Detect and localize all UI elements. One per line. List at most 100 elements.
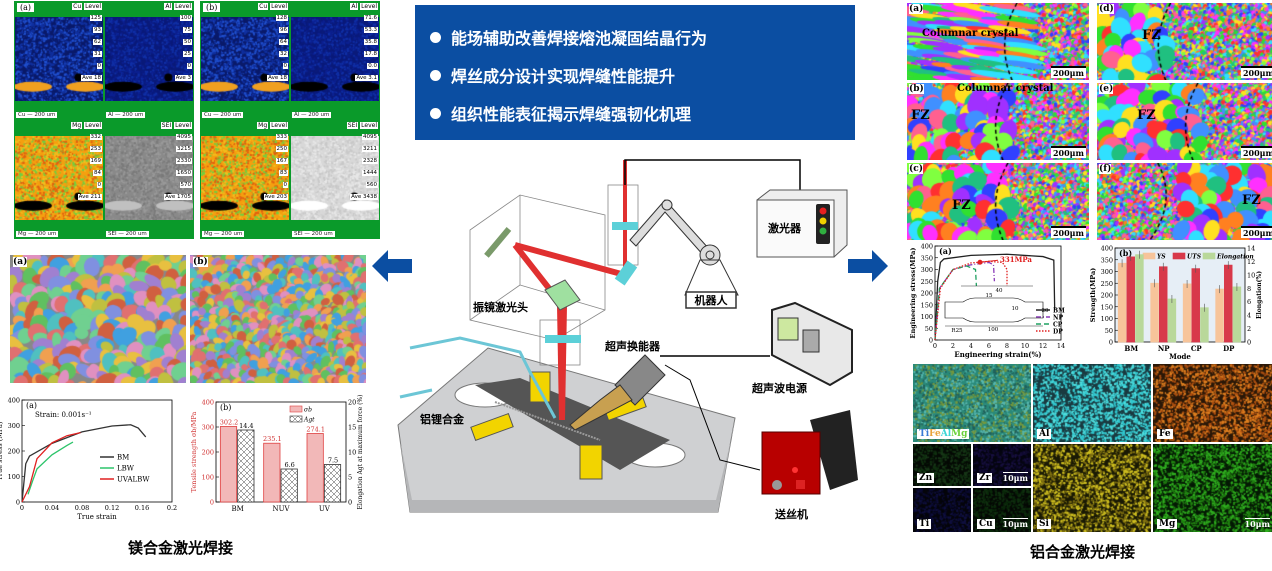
robot-arm [629,199,739,296]
y-axis-label: True stress (MPa) [0,421,4,480]
eds-map-mg: Mg 10μm [1152,443,1272,533]
level-value: 4095 [176,134,192,140]
laser-cable [624,159,801,190]
eds-composite-map: TiFeAlMg [912,363,1032,443]
level-value: 0 [96,63,102,69]
specimen-dimension: 10 [1012,306,1019,312]
wire-feeder-label: 送丝机 [774,507,808,520]
bar-uts [1224,264,1233,343]
scale-text: 200 um [308,112,330,118]
x-axis-label: Engineering strain(%) [954,350,1041,359]
scale-bar: 10μm [1002,518,1028,529]
scale-text: 200 um [221,231,243,237]
y-tick-label: 250 [921,278,933,286]
panel-label: (f) [1099,164,1112,174]
element-label: Al [1037,429,1052,439]
scale-line: — [299,112,309,118]
level-value: 83 [279,170,288,176]
zone-label: Columnar crystal [922,28,1019,39]
average-value: Ave 3.1 [355,75,378,81]
y2-tick-label: 0 [1247,339,1251,347]
legend-swatch [1142,252,1156,260]
y-tick-label: 200 [8,448,20,456]
element-label: Zr [977,473,993,483]
scale-bar: Cu — 200 um [202,112,244,118]
level-value: 62 [93,39,102,45]
y2-tick-label: 8 [1247,285,1251,293]
panel-label: (b) [203,3,221,12]
scale-line: — [116,231,126,237]
scale-line: — [212,231,222,237]
bar-ys [1182,283,1192,343]
bar-ys [1215,288,1224,343]
level-value: 4095 [362,134,378,140]
element-label: SEI [108,231,117,237]
scale-text: 200 um [311,231,333,237]
level-value: 35.8 [363,39,378,45]
level-value: 169 [89,158,102,164]
level-value: 0 [282,182,288,188]
y-tick-label: 100 [8,473,20,481]
series-line-bm [21,424,147,503]
strain-rate-annotation: Strain: 0.001s⁻¹ [35,411,92,419]
level-value: 253 [89,146,102,152]
panel-label: (d) [1099,4,1114,14]
highlight-text: 能场辅助改善焊接熔池凝固结晶行为 [451,29,708,48]
scale-line: — [302,231,312,237]
laser-beam [484,160,638,420]
element-label: SEI [294,231,303,237]
scale-bar: 10μm [1244,518,1270,529]
bar-uts [1159,266,1168,343]
scale-text: 200 um [125,231,147,237]
composite-legend: TiFeAlMg [917,429,970,439]
level-value: 93 [93,27,102,33]
bar-ys [1150,282,1159,343]
bar-agt [280,468,298,503]
level-value: 128 [275,15,288,21]
specimen-dimension: R25 [951,328,963,334]
y-tick-label: 50 [1105,327,1113,335]
scale-text: 200 um [35,231,57,237]
level-value: 53.3 [363,27,378,33]
scale-line: — [211,112,221,118]
y2-tick-label: 10 [348,449,356,457]
scale-bar: Mg — 200 um [16,231,59,237]
bar-uts [1126,256,1135,343]
element-label: Al [164,3,173,10]
x-tick-label: 12 [1039,342,1047,350]
element-label: SEI [160,122,173,129]
element-label: Mg [1157,519,1178,529]
x-tick-label: 0.2 [167,504,177,512]
y-axis-label: Strength(MPa) [1089,268,1097,323]
element-label: Mg [71,122,83,129]
y-tick-label: 100 [921,313,933,321]
laser-label: 激光器 [768,221,802,235]
eds-map-ti: Ti [912,487,972,533]
series-line-lbw [27,441,74,495]
scale-line: — [25,112,35,118]
legend-label: σb [304,407,312,414]
panel-label: (b) [220,403,231,412]
level-value: 25 [183,51,192,57]
scale-text: 200 um [220,112,242,118]
eds-map-si: Si [1032,443,1152,533]
legend-label: Elongation [1216,254,1254,261]
scale-bar: Mg — 200 um [202,231,245,237]
scale-bar: 200μm [1050,146,1086,158]
wire-feeder [761,410,858,495]
bar-elongation [1232,286,1242,343]
zone-label: Columnar crystal [957,83,1054,94]
wire-tube [409,336,557,419]
